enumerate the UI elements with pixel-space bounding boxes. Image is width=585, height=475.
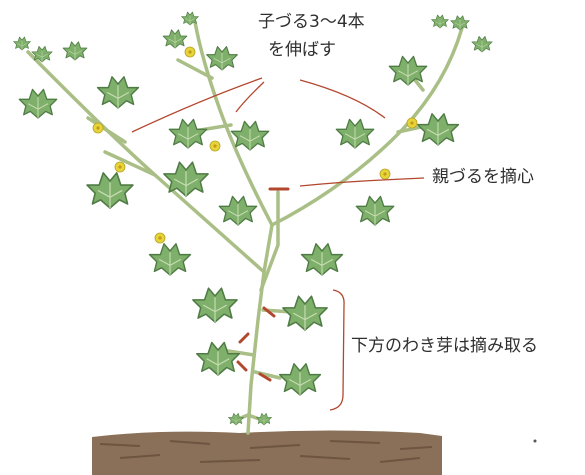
- lower-buds-bracket: [329, 289, 345, 411]
- soil: [92, 430, 537, 475]
- annotation-lines: [131, 77, 425, 411]
- child-vines-label-line2: を伸ばす: [268, 40, 336, 60]
- child-vine-pointer-middle: [235, 81, 265, 113]
- child-vine-pointer-right: [299, 79, 386, 119]
- bud-removal-mark: [236, 360, 248, 372]
- bud-removal-mark: [238, 332, 250, 344]
- parent-vine-pointer: [299, 177, 425, 187]
- child-vine-pointer-left: [131, 77, 263, 133]
- child-vines-label-line1: 子づる3〜4本: [258, 12, 365, 32]
- bud-removal-mark: [258, 372, 272, 382]
- cut-marks: [236, 187, 290, 382]
- parent-vine-label: 親づるを摘心: [432, 167, 534, 187]
- bud-removal-mark: [262, 306, 276, 318]
- lower-buds-label: 下方のわき芽は摘み取る: [351, 336, 538, 356]
